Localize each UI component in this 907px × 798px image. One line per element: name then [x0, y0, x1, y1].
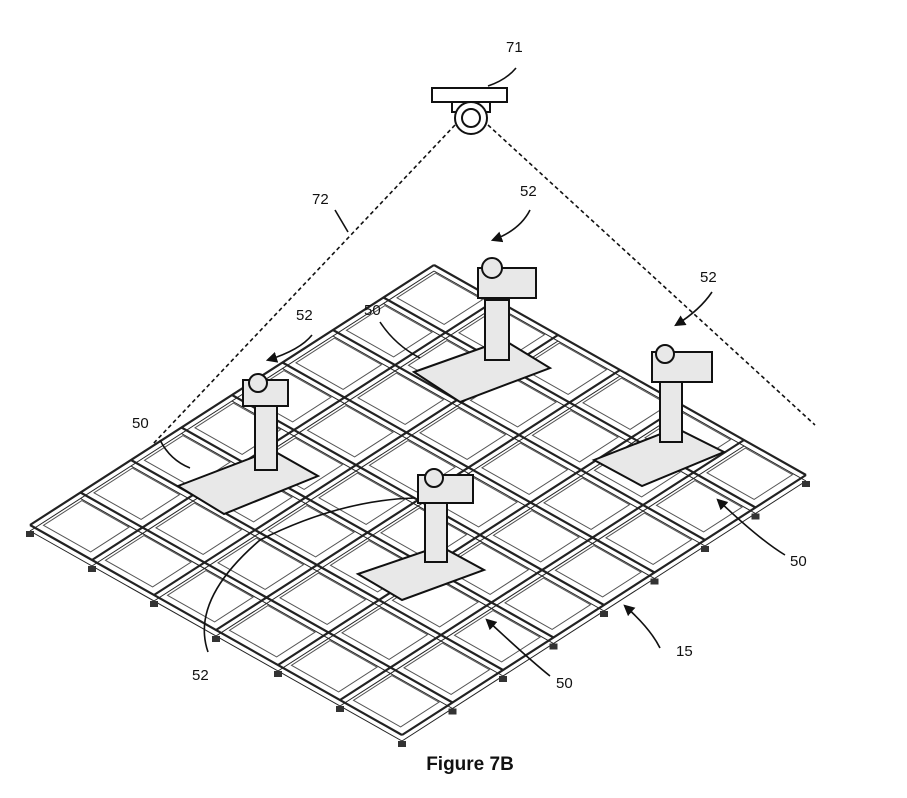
- label-cell-4: 50: [556, 675, 573, 692]
- grid-foot: [274, 671, 282, 677]
- grid-foot: [150, 601, 158, 607]
- label-camera: 71: [506, 39, 523, 56]
- grid-foot: [802, 481, 810, 487]
- label-robot-1: 52: [520, 183, 537, 200]
- figure-caption: Figure 7B: [426, 754, 514, 775]
- grid-foot: [449, 709, 457, 715]
- label-field-of-view: 72: [312, 191, 329, 208]
- grid-foot: [398, 741, 406, 747]
- grid-foot: [752, 514, 760, 520]
- label-robot-4: 52: [192, 667, 209, 684]
- grid-foot: [651, 579, 659, 585]
- label-grid: 15: [676, 643, 693, 660]
- grid-foot: [499, 676, 507, 682]
- grid-structure: [26, 265, 810, 747]
- grid-foot: [26, 531, 34, 537]
- grid-foot: [88, 566, 96, 572]
- label-cell-2: 50: [132, 415, 149, 432]
- grid-foot: [550, 644, 558, 650]
- grid-foot: [701, 546, 709, 552]
- label-cell-1: 50: [364, 302, 381, 319]
- label-robot-2: 52: [700, 269, 717, 286]
- overhead-camera-icon: [432, 88, 507, 134]
- grid-foot: [212, 636, 220, 642]
- grid-foot: [336, 706, 344, 712]
- label-robot-3: 52: [296, 307, 313, 324]
- label-cell-3: 50: [790, 553, 807, 570]
- grid-foot: [600, 611, 608, 617]
